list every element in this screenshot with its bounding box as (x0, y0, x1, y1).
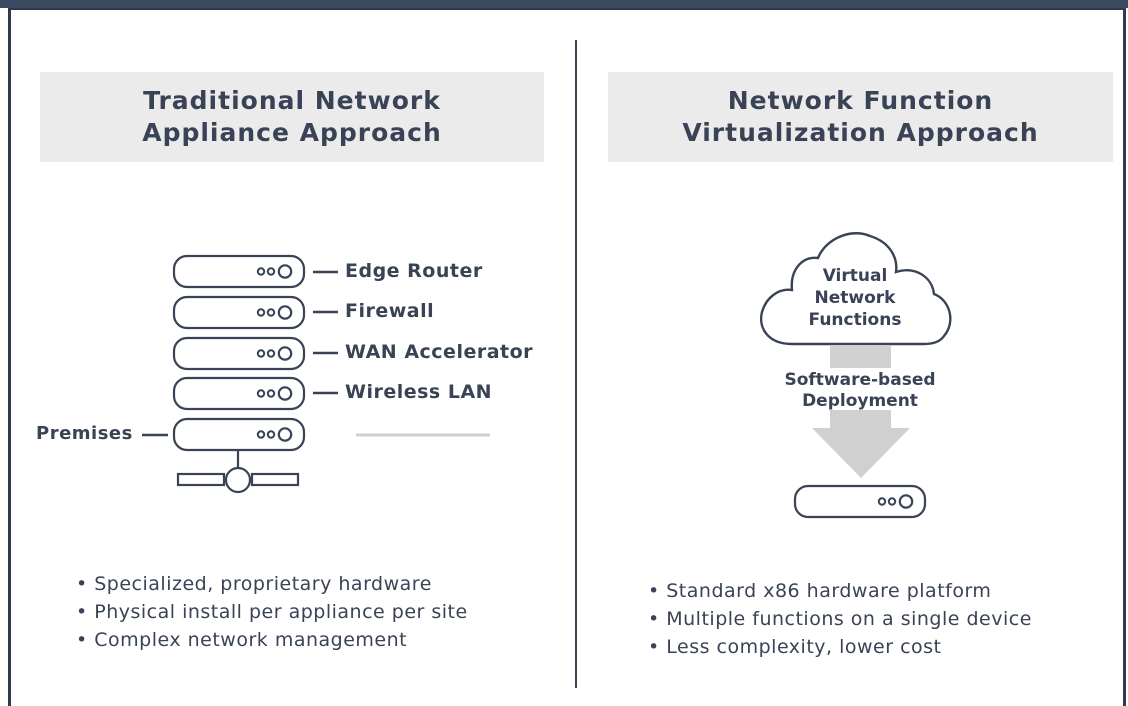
top-bar (0, 0, 1128, 8)
cloud-label: Virtual Network Functions (780, 265, 930, 331)
right-title-panel: Network Function Virtualization Approach (608, 72, 1113, 162)
appliance-label: Wireless LAN (345, 381, 493, 403)
list-item: • Complex network management (76, 629, 408, 651)
server-unit-icon (793, 484, 927, 519)
arrow-stem (830, 410, 891, 428)
left-title-line1: Traditional Network (143, 86, 441, 115)
left-title-panel: Traditional Network Appliance Approach (40, 72, 544, 162)
page-frame (8, 8, 1126, 706)
list-item: • Multiple functions on a single device (648, 608, 1032, 630)
left-bullet-list: • Specialized, proprietary hardware • Ph… (76, 570, 468, 654)
list-item: • Standard x86 hardware platform (648, 580, 992, 602)
cloud-label-line3: Functions (808, 310, 902, 330)
right-title-line1: Network Function (727, 86, 994, 115)
deployment-label-line2: Deployment (802, 391, 918, 411)
down-arrow-icon (812, 428, 910, 478)
server-unit-icon (172, 295, 306, 330)
server-unit-icon (172, 417, 306, 452)
left-title-line2: Appliance Approach (142, 118, 442, 147)
arrow-stem (830, 346, 891, 368)
cloud-label-line2: Network (814, 288, 896, 308)
column-divider (575, 40, 577, 688)
list-item: • Specialized, proprietary hardware (76, 573, 432, 595)
appliance-label: Edge Router (345, 260, 483, 282)
server-unit-icon (172, 336, 306, 371)
appliance-label: WAN Accelerator (345, 341, 534, 363)
right-title-line2: Virtualization Approach (682, 118, 1039, 147)
server-unit-icon (172, 254, 306, 289)
cloud-label-line1: Virtual (822, 266, 888, 286)
label-connectors (142, 270, 338, 437)
server-unit-icon (172, 376, 306, 411)
cloud-icon (759, 232, 952, 346)
deployment-label: Software-based Deployment (770, 370, 950, 412)
deployment-label-line1: Software-based (784, 370, 936, 390)
list-item: • Physical install per appliance per sit… (76, 601, 468, 623)
premises-label: Premises (36, 423, 133, 444)
right-title: Network Function Virtualization Approach (682, 85, 1038, 149)
network-base-icon (176, 450, 300, 494)
right-bullet-list: • Standard x86 hardware platform • Multi… (648, 577, 1032, 661)
left-title: Traditional Network Appliance Approach (142, 85, 442, 149)
appliance-label: Firewall (345, 300, 435, 322)
list-item: • Less complexity, lower cost (648, 636, 942, 658)
